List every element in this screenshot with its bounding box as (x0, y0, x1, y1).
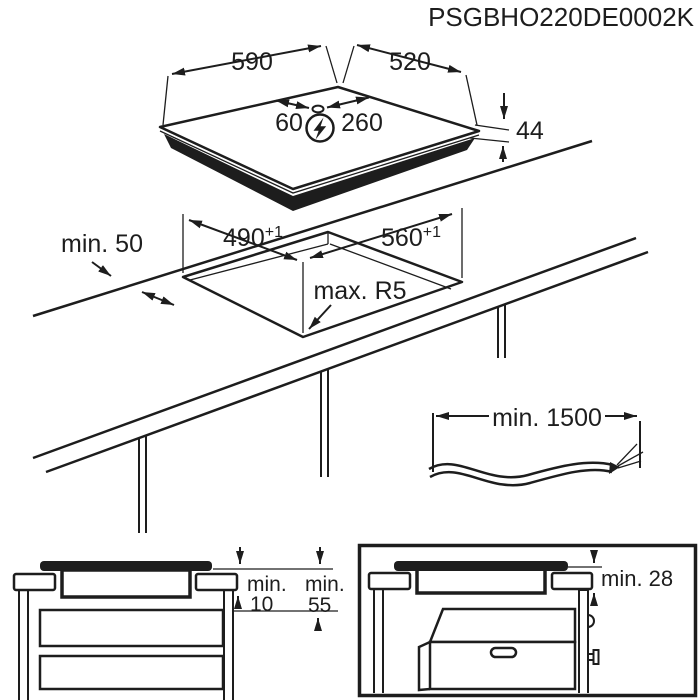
dimension-drawer-gap: min. 55 (234, 547, 345, 631)
oven-handle (489, 646, 518, 659)
hob-body-section (60, 568, 192, 599)
worktop-left-section-2 (367, 571, 412, 591)
drawer-1 (38, 608, 225, 648)
hob-body-section-2 (415, 566, 547, 595)
dimension-hob-width: 590 (162, 44, 338, 126)
worktop-cutout-diagram: min. 50 490+1 560+1 max. R5 (32, 139, 649, 533)
oven-left-side (417, 640, 431, 692)
dimension-hob-gap: min. 10 (213, 547, 333, 616)
cable-entry-point (311, 104, 325, 114)
oven (417, 607, 577, 692)
dimension-hob-height: 44 (469, 93, 544, 162)
drawer-gap-value: 55 (308, 594, 331, 617)
hob-gap-label: min. (247, 573, 287, 596)
cabinet-left-side-2 (373, 589, 384, 693)
worktop-legs (138, 304, 506, 533)
cabinet-right-panel (578, 589, 600, 693)
hob-depth-label: 520 (389, 48, 431, 76)
dimension-cutout-width: 560+1 (309, 208, 463, 278)
hob-height-label: 44 (516, 117, 544, 145)
cable-entry-dimensions: 60 260 (275, 96, 383, 137)
hob-glass-surface (158, 85, 481, 191)
corner-radius-label: max. R5 (313, 277, 406, 305)
dimension-hob-depth: 520 (342, 44, 478, 126)
cable-diagram: min. 1500 (428, 404, 644, 487)
hob-glass-section (40, 561, 212, 571)
cable-length-label: min. 1500 (492, 404, 602, 432)
cable-offset-right-label: 260 (341, 109, 383, 137)
drawer-2 (38, 654, 225, 691)
model-code-title: PSGBHO220DE0002K (428, 2, 695, 32)
hob-glass-section-2 (394, 561, 568, 571)
hob-gap-value: 10 (250, 593, 273, 616)
lightning-bolt-icon (305, 113, 335, 143)
worktop-right-section-2 (550, 571, 594, 591)
hob-glass-edge (159, 130, 480, 194)
power-cable (428, 443, 644, 487)
oven-gap-label: min. 28 (601, 566, 673, 591)
worktop-front-edge-bottom (45, 250, 649, 474)
dimension-cutout-depth: 490+1 (182, 214, 304, 333)
oven-top (428, 607, 577, 644)
worktop-front-edge-top (32, 236, 637, 460)
drawer-gap-label: min. (305, 573, 345, 596)
cutout-width-label: 560+1 (381, 224, 441, 252)
cutout-depth-label: 490+1 (223, 224, 283, 252)
dimension-rear-clearance: min. 50 (61, 230, 175, 306)
cable-offset-left-label: 60 (275, 109, 303, 137)
worktop-right-section (194, 572, 239, 592)
hob-width-label: 590 (231, 48, 273, 76)
worktop-left-section (12, 572, 57, 592)
oven-clearance-diagram: min. 28 (357, 543, 698, 698)
drawer-clearance-diagram: min. 10 min. 55 (12, 547, 345, 700)
hob-body-band (164, 134, 475, 211)
rear-clearance-label: min. 50 (61, 230, 143, 258)
dimension-corner-radius: max. R5 (308, 277, 407, 330)
dimension-oven-gap: min. 28 (568, 550, 673, 606)
hob-isometric-diagram: 590 520 60 260 44 (158, 44, 544, 211)
